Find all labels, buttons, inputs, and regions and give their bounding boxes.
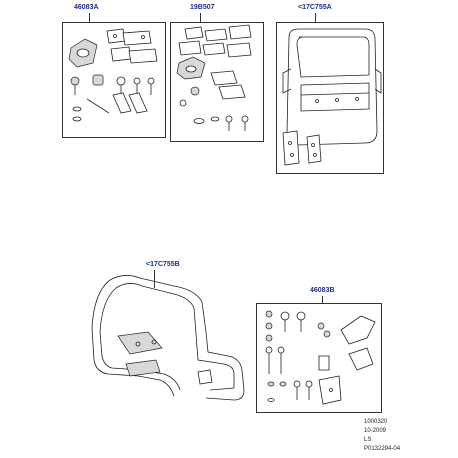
kit-parts-19b507 xyxy=(176,24,252,131)
callout-line xyxy=(315,13,316,23)
kit-label-17c755a: <17C755A xyxy=(298,4,332,11)
nudge-bar-illustration xyxy=(91,275,245,401)
callout-line xyxy=(89,13,90,23)
kit-parts-46083b xyxy=(265,310,376,405)
reference-number: 1000320 xyxy=(364,419,388,425)
reference-part-number: P0132294-04 xyxy=(364,446,401,452)
kit-label-46083a: 46083A xyxy=(74,4,99,11)
kit-label-46083b: 46083B xyxy=(310,287,335,294)
kit-label-17c755b: <17C755B xyxy=(146,261,180,268)
callout-line xyxy=(322,296,323,304)
reference-code: LS xyxy=(364,437,372,443)
kit-parts-17c755a xyxy=(282,28,382,166)
kit-label-19b507: 19B507 xyxy=(190,4,215,11)
kit-parts-46083a xyxy=(68,28,158,122)
reference-date: 10-2009 xyxy=(364,428,387,434)
callout-line xyxy=(154,270,155,288)
callout-line xyxy=(200,13,201,23)
